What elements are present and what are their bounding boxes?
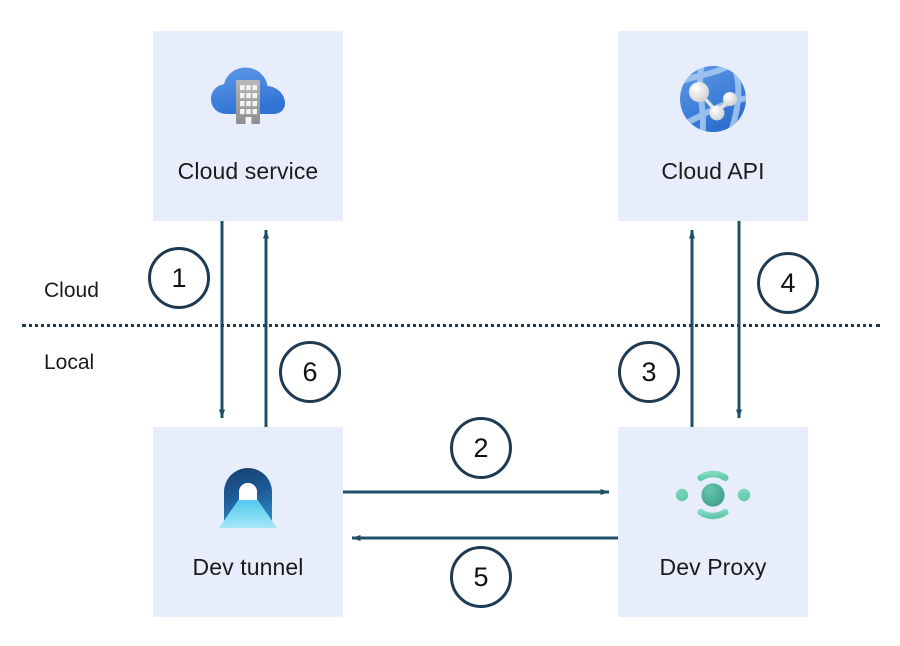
step-badge-1: 1 xyxy=(148,247,210,309)
zone-label-local: Local xyxy=(44,351,95,374)
step-badge-4: 4 xyxy=(757,252,819,314)
step-badge-5: 5 xyxy=(450,546,512,608)
step-badge-6: 6 xyxy=(279,341,341,403)
node-label-cloud-api: Cloud API xyxy=(661,158,765,184)
step-badge-3: 3 xyxy=(618,341,680,403)
cloud-building-icon xyxy=(211,67,285,124)
step-badge-2: 2 xyxy=(450,417,512,479)
cloud-local-boundary xyxy=(22,324,880,327)
tunnel-icon xyxy=(219,468,277,528)
node-label-dev-tunnel: Dev tunnel xyxy=(192,554,304,580)
node-cloud-api[interactable]: Cloud API xyxy=(618,31,808,221)
node-label-dev-proxy: Dev Proxy xyxy=(659,554,767,580)
node-cloud-service[interactable]: Cloud service xyxy=(153,31,343,221)
globe-network-icon xyxy=(680,66,746,132)
node-label-cloud-service: Cloud service xyxy=(177,158,319,184)
node-dev-proxy[interactable]: Dev Proxy xyxy=(618,427,808,617)
proxy-target-icon xyxy=(675,470,751,520)
node-dev-tunnel[interactable]: Dev tunnel xyxy=(153,427,343,617)
zone-label-cloud: Cloud xyxy=(44,279,99,302)
